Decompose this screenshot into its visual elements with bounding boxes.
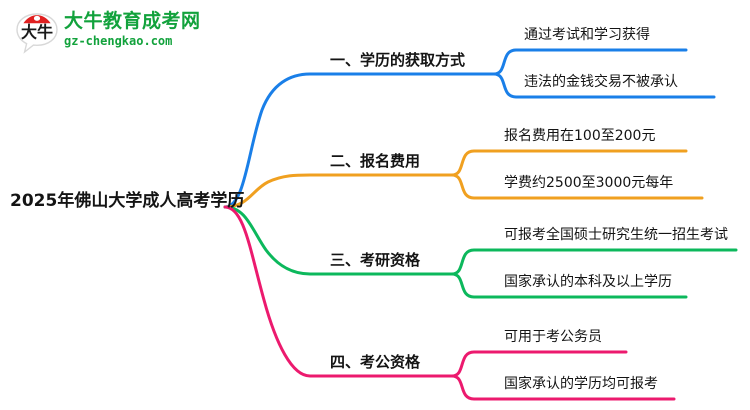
branch-label-4[interactable]: 四、考公资格 xyxy=(330,353,421,371)
logo-url: gz-chengkao.com xyxy=(64,34,173,48)
branch-connector-1 xyxy=(223,48,716,209)
logo-title: 大牛教育成考网 xyxy=(64,10,201,32)
branch-connector-4 xyxy=(223,205,676,401)
branch-label-2[interactable]: 二、报名费用 xyxy=(330,152,421,170)
svg-text:大牛: 大牛 xyxy=(21,23,53,42)
leaf-label-2-1[interactable]: 报名费用在100至200元 xyxy=(504,128,656,144)
leaf-label-4-1[interactable]: 可用于考公务员 xyxy=(504,329,602,345)
branch-connector-3 xyxy=(223,205,738,299)
leaf-label-2-2[interactable]: 学费约2500至3000元每年 xyxy=(504,175,674,191)
leaf-label-1-2[interactable]: 违法的金钱交易不被承认 xyxy=(524,74,678,90)
site-logo[interactable]: 大牛 大牛教育成考网 gz-chengkao.com xyxy=(14,8,219,60)
branch-connector-2 xyxy=(223,149,704,209)
speech-bubble-logo-icon: 大牛 xyxy=(16,13,58,54)
branch-label-1[interactable]: 一、学历的获取方式 xyxy=(330,51,466,69)
leaf-label-3-2[interactable]: 国家承认的本科及以上学历 xyxy=(504,274,672,290)
leaf-label-3-1[interactable]: 可报考全国硕士研究生统一招生考试 xyxy=(504,227,728,243)
branch-label-3[interactable]: 三、考研资格 xyxy=(330,251,421,269)
leaf-label-4-2[interactable]: 国家承认的学历均可报考 xyxy=(504,376,658,392)
mindmap-root-label[interactable]: 2025年佛山大学成人高考学历 xyxy=(10,191,245,211)
logo-text-block: 大牛教育成考网 gz-chengkao.com xyxy=(64,10,201,49)
leaf-label-1-1[interactable]: 通过考试和学习获得 xyxy=(524,27,650,43)
